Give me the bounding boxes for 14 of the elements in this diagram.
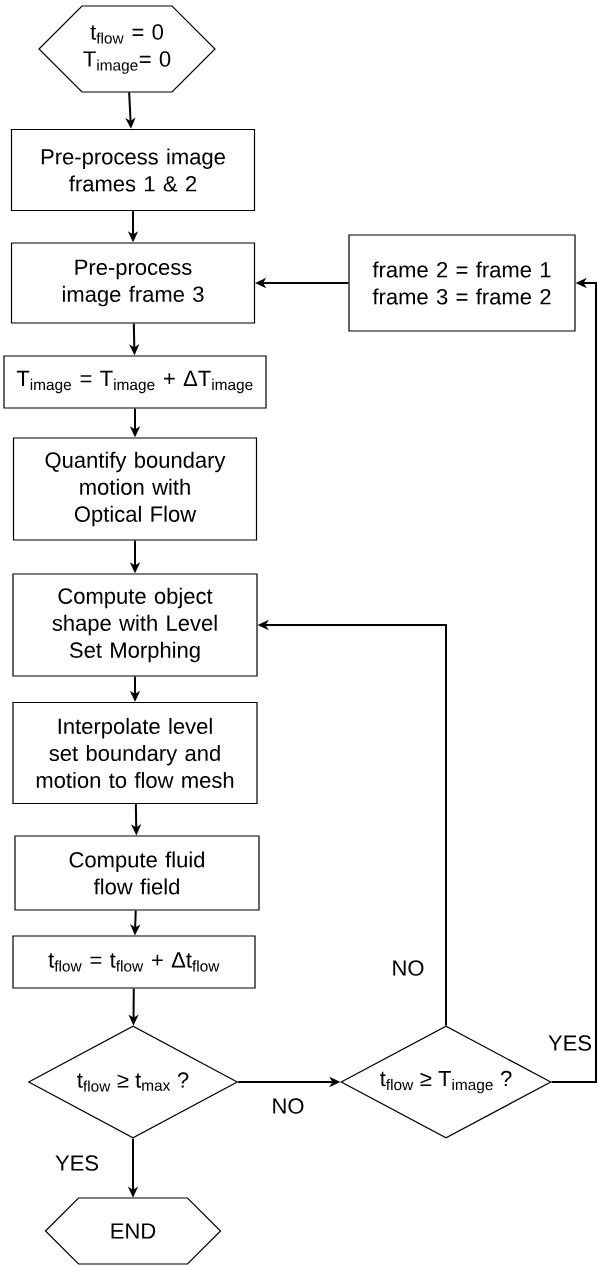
- process-box: t$_{flow}$ = t$_{flow}$ + Δt$_{flow}$: [12, 935, 256, 989]
- process-box: Pre-process image frame 3: [10, 242, 256, 324]
- edge-label: NO: [390, 959, 426, 977]
- process-box: Compute object shape with Level Set Morphing: [12, 573, 258, 677]
- terminal-hexagon: t$_{flow}$ = 0 T$_{image}$= 0: [38, 5, 216, 93]
- edge-label: NO: [270, 1097, 306, 1115]
- edge-label: YES: [54, 1154, 100, 1172]
- process-box: Pre-process image frames 1 & 2: [10, 128, 256, 212]
- process-box: Compute fluid flow field: [14, 835, 260, 911]
- process-box: Quantify boundary motion with Optical Flow: [12, 437, 258, 541]
- process-box: Interpolate level set boundary and motion to flow mesh: [12, 701, 258, 805]
- process-box: T$_{image}$ = T$_{image}$ + ΔT$_{image}$: [3, 355, 267, 409]
- process-box: frame 2 = frame 1 frame 3 = frame 2: [348, 234, 576, 332]
- terminal-hexagon: END: [44, 1197, 222, 1265]
